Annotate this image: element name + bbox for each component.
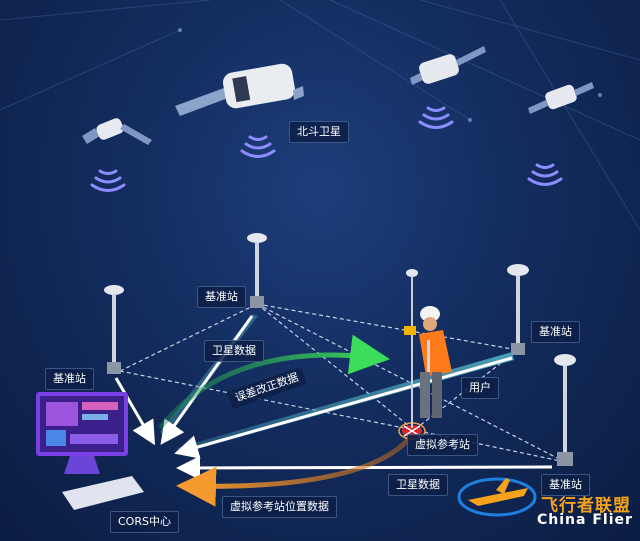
satellite-label: 北斗卫星: [289, 121, 349, 143]
base-station-bottom-right: [554, 354, 576, 466]
virtual-station-label: 虚拟参考站: [407, 434, 478, 456]
background-network: [0, 0, 640, 231]
logo-text-en: China Flier: [537, 512, 633, 528]
cors-computer: [36, 392, 144, 510]
base-station-left-label: 基准站: [45, 368, 94, 390]
satellite-1: [82, 118, 152, 145]
base-station-right: [507, 264, 529, 355]
satellite-data-bottom-label: 卫星数据: [388, 474, 448, 496]
base-station-right-label: 基准站: [531, 321, 580, 343]
virtual-position-data-label: 虚拟参考站位置数据: [222, 496, 337, 518]
cors-center-label: CORS中心: [110, 511, 179, 533]
signal-waves: [90, 106, 563, 192]
base-station-top-label: 基准站: [197, 286, 246, 308]
surveyor-user: [404, 269, 452, 428]
user-label: 用户: [461, 377, 499, 399]
satellite-3: [410, 46, 486, 85]
virtual-position-arrow: [176, 438, 410, 507]
base-station-bottom-right-label: 基准站: [541, 474, 590, 496]
correction-arrow: [158, 334, 390, 430]
satellite-data-top-label: 卫星数据: [204, 340, 264, 362]
base-station-left: [104, 285, 124, 374]
satellite-2: [175, 63, 304, 116]
base-station-top: [247, 233, 267, 308]
logo-text-cn: 飞行者联盟: [541, 496, 631, 516]
satellite-4: [528, 82, 594, 114]
china-flier-logo-icon: [457, 477, 537, 517]
